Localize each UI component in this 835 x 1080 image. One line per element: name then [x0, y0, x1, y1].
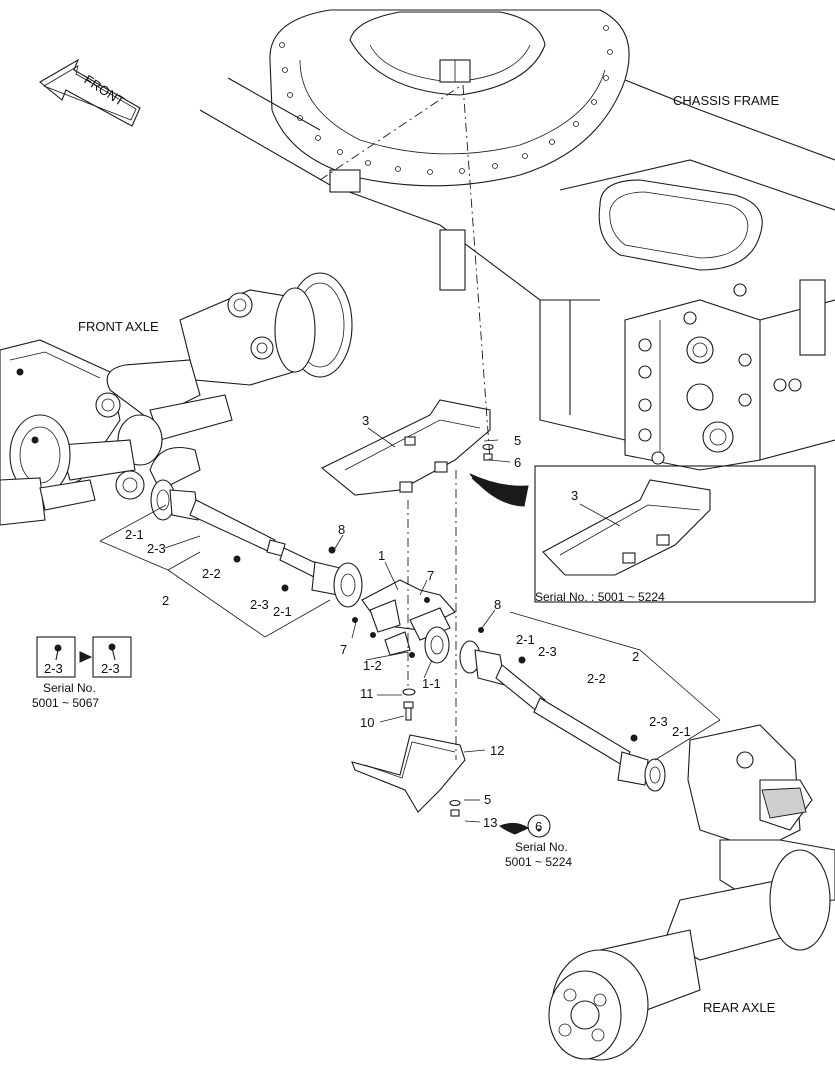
- front-drive-shaft: [150, 479, 363, 608]
- callout-2-left: 2: [162, 593, 169, 608]
- left-serial-range: 5001 ~ 5067: [32, 696, 99, 710]
- callout-10: 10: [360, 715, 374, 730]
- callout-13: 13: [483, 815, 497, 830]
- callout-6-circled: 6: [535, 819, 542, 834]
- callout-11: 11: [360, 686, 374, 701]
- callout-2-right: 2: [632, 649, 639, 664]
- inset-arrow-head: [469, 473, 529, 507]
- shaft-dimension-lines: [99, 504, 721, 761]
- inset-serial-note: Serial No. : 5001 ~ 5224: [535, 590, 665, 604]
- callout-2-1-left-top: 2-1: [125, 527, 144, 542]
- rear-axle-drawing: REAR AXLE: [548, 724, 835, 1061]
- callout-8-right: 8: [494, 597, 501, 612]
- callout-2-2-left: 2-2: [202, 566, 221, 581]
- callout-1-2: 1-2: [363, 658, 382, 673]
- left-serial-title: Serial No.: [43, 681, 96, 695]
- callout-12: 12: [490, 743, 504, 758]
- bottom-serial-note: 6 Serial No. 5001 ~ 5224: [505, 814, 572, 869]
- callout-5-bottom: 5: [484, 792, 491, 807]
- bottom-serial-range: 5001 ~ 5224: [505, 855, 572, 869]
- front-axle-label: FRONT AXLE: [78, 319, 159, 334]
- bottom-serial-title: Serial No.: [515, 840, 568, 854]
- center-bearing-assembly: [352, 579, 484, 664]
- front-axle-drawing: FRONT AXLE: [0, 272, 353, 526]
- callout-2-3-left-top: 2-3: [147, 541, 166, 556]
- callout-2-1-right-bottom: 2-1: [672, 724, 691, 739]
- chassis-frame-drawing: CHASSIS FRAME: [199, 9, 835, 471]
- front-direction-arrow: FRONT: [39, 58, 141, 127]
- left-serial-substitution: 2-3 2-3 Serial No. 5001 ~ 5067: [32, 636, 132, 710]
- ring-bolt-holes: [279, 25, 613, 175]
- callout-5-top: 5: [514, 433, 521, 448]
- callout-numbers: 3 5 6 8 1 7 8 7 1-2 1-1 11 10 12 5 13 2-…: [125, 413, 691, 830]
- callout-2-1-left-bottom: 2-1: [273, 604, 292, 619]
- callout-7-left: 7: [340, 642, 347, 657]
- inset-callout-3: 3: [571, 488, 578, 503]
- bracket-3: [320, 399, 491, 496]
- callout-2-3-left-bottom: 2-3: [250, 597, 269, 612]
- fasteners: [402, 443, 541, 832]
- callout-2-2-right: 2-2: [587, 671, 606, 686]
- callout-1: 1: [378, 548, 385, 563]
- callout-2-3-right-top: 2-3: [538, 644, 557, 659]
- rear-drive-shaft: [459, 640, 666, 792]
- frame-bolts: [638, 283, 802, 465]
- inset-detail-box: 3 Serial No. : 5001 ~ 5224: [534, 465, 816, 604]
- callout-2-3-right-bottom: 2-3: [649, 714, 668, 729]
- callout-2-1-right-top: 2-1: [516, 632, 535, 647]
- callout-1-1: 1-1: [422, 676, 441, 691]
- callout-3: 3: [362, 413, 369, 428]
- left-box-b-label: 2-3: [101, 661, 120, 676]
- rear-axle-label: REAR AXLE: [703, 1000, 776, 1015]
- callout-leaders: [164, 427, 530, 835]
- bracket-12: [351, 734, 466, 813]
- callout-6: 6: [514, 455, 521, 470]
- assembly-center-lines: [319, 84, 491, 760]
- chassis-frame-label: CHASSIS FRAME: [673, 93, 780, 108]
- callout-8-left: 8: [338, 522, 345, 537]
- callout-7-right: 7: [427, 568, 434, 583]
- left-box-a-label: 2-3: [44, 661, 63, 676]
